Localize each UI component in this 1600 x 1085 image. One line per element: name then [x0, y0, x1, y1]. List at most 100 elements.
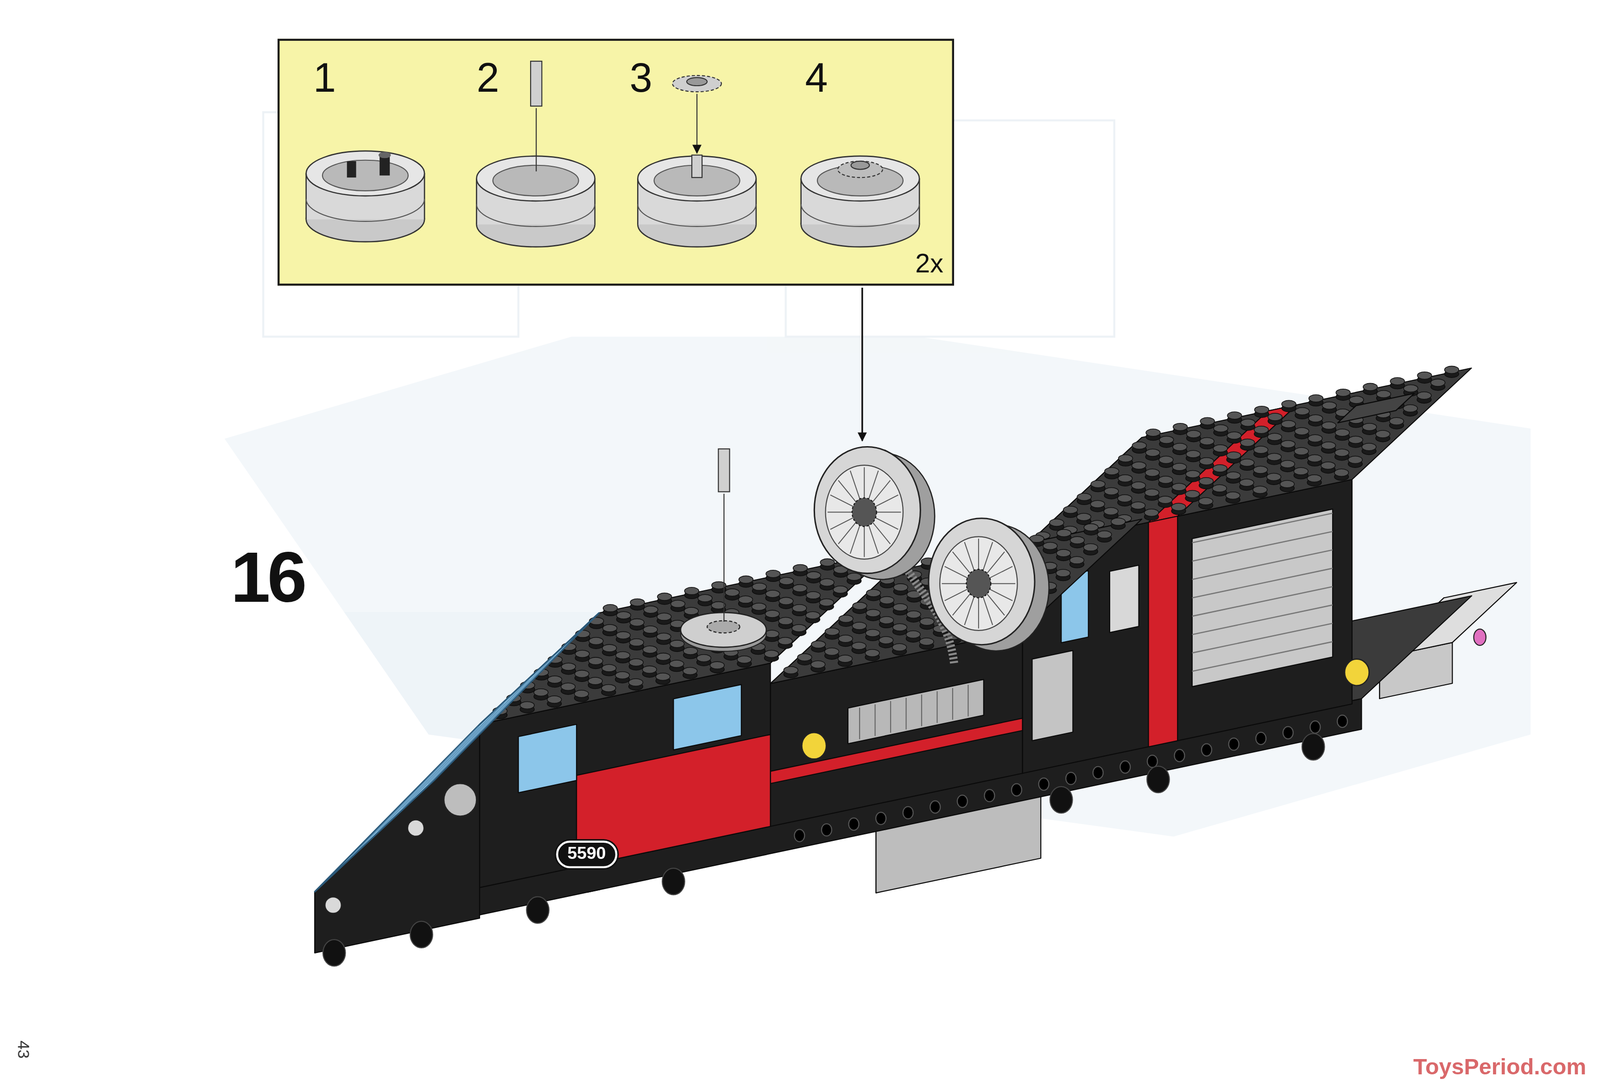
- stud: [1131, 501, 1146, 510]
- stud: [657, 613, 672, 621]
- stud: [905, 631, 921, 639]
- technic-hole: [1065, 772, 1076, 785]
- stud: [1158, 476, 1173, 484]
- flat-tile: [1337, 393, 1415, 423]
- stud: [1226, 431, 1242, 440]
- stud: [866, 609, 881, 617]
- stud: [1321, 461, 1336, 470]
- stud: [865, 649, 880, 658]
- lamp: [801, 732, 827, 759]
- stud: [1349, 396, 1364, 404]
- stud: [805, 611, 821, 620]
- stud: [1389, 417, 1404, 425]
- stud: [1158, 456, 1174, 464]
- technic-hole: [957, 795, 968, 808]
- technic-hole: [1011, 784, 1022, 797]
- stud: [630, 598, 645, 607]
- stud: [1280, 440, 1296, 449]
- stud: [737, 656, 752, 664]
- stud: [629, 638, 644, 647]
- stud: [1307, 455, 1322, 463]
- vent-panel: [1031, 650, 1073, 741]
- set-number-plate: 5590: [556, 841, 618, 869]
- wheel: [928, 518, 1035, 646]
- stud: [656, 632, 671, 641]
- stud: [1063, 505, 1078, 514]
- wheel-drum: [755, 178, 757, 225]
- control-panel: [1109, 565, 1139, 633]
- stud: [1097, 531, 1112, 539]
- stud: [1171, 483, 1187, 491]
- middle-body: [770, 630, 1023, 827]
- stud: [778, 597, 794, 605]
- stud: [1198, 497, 1214, 506]
- grille-line: [1192, 568, 1333, 599]
- stud: [1118, 455, 1133, 463]
- stud: [696, 654, 712, 663]
- stud: [765, 570, 781, 578]
- grille-line: [936, 691, 938, 723]
- technic-hole: [821, 823, 832, 836]
- wheel: [814, 447, 921, 574]
- stud: [519, 701, 535, 709]
- stud: [1417, 372, 1432, 380]
- stud: [1430, 379, 1446, 387]
- step-number: 1: [313, 55, 336, 101]
- stud: [806, 571, 821, 580]
- wheel-drum: [800, 178, 802, 225]
- grille-line: [1192, 605, 1333, 635]
- stud: [833, 586, 848, 594]
- technic-hole: [848, 818, 860, 831]
- stud: [1117, 494, 1133, 503]
- stud: [683, 667, 698, 675]
- wheel-drum: [594, 178, 596, 225]
- stud: [642, 665, 657, 674]
- lamp: [1344, 659, 1370, 686]
- stud: [616, 611, 631, 620]
- stud: [879, 636, 894, 645]
- stud: [1144, 468, 1160, 477]
- grille-line: [874, 704, 876, 736]
- technic-hole: [1283, 726, 1294, 739]
- stud: [602, 624, 618, 633]
- stud: [628, 678, 644, 687]
- red-band: [1148, 516, 1178, 747]
- technic-hole: [1174, 749, 1185, 762]
- stud: [838, 655, 853, 663]
- stud: [657, 593, 672, 601]
- ghost-shape: [224, 336, 1531, 837]
- bogie-wheel: [322, 939, 346, 967]
- wheel-hub: [322, 160, 409, 191]
- stud: [1403, 384, 1418, 393]
- stud: [1335, 389, 1351, 397]
- stud: [1090, 480, 1106, 488]
- stud: [1444, 366, 1459, 374]
- stud: [1307, 474, 1322, 483]
- grille-line: [1192, 513, 1333, 544]
- stud: [1118, 474, 1133, 483]
- callout-box: 12342x: [277, 38, 955, 286]
- stud: [616, 631, 631, 639]
- grille-line: [921, 694, 923, 727]
- pin: [347, 161, 357, 178]
- wheel-groove: [637, 203, 756, 227]
- wheel-groove: [801, 203, 920, 227]
- step-number: 3: [629, 55, 653, 101]
- stud: [1132, 442, 1147, 450]
- leader-line: [696, 94, 698, 154]
- stud: [655, 673, 671, 681]
- stud: [1104, 467, 1120, 475]
- technic-hole: [929, 801, 941, 814]
- stud: [825, 627, 840, 636]
- window: [518, 724, 577, 794]
- stud: [1159, 436, 1174, 444]
- stud: [1090, 500, 1105, 508]
- bogie-wheel: [1146, 766, 1170, 793]
- stud: [1069, 556, 1085, 564]
- wheel-drum: [918, 178, 921, 225]
- stud: [588, 637, 604, 646]
- stud: [561, 663, 576, 671]
- grille-line: [1192, 623, 1333, 654]
- stud: [1253, 466, 1268, 474]
